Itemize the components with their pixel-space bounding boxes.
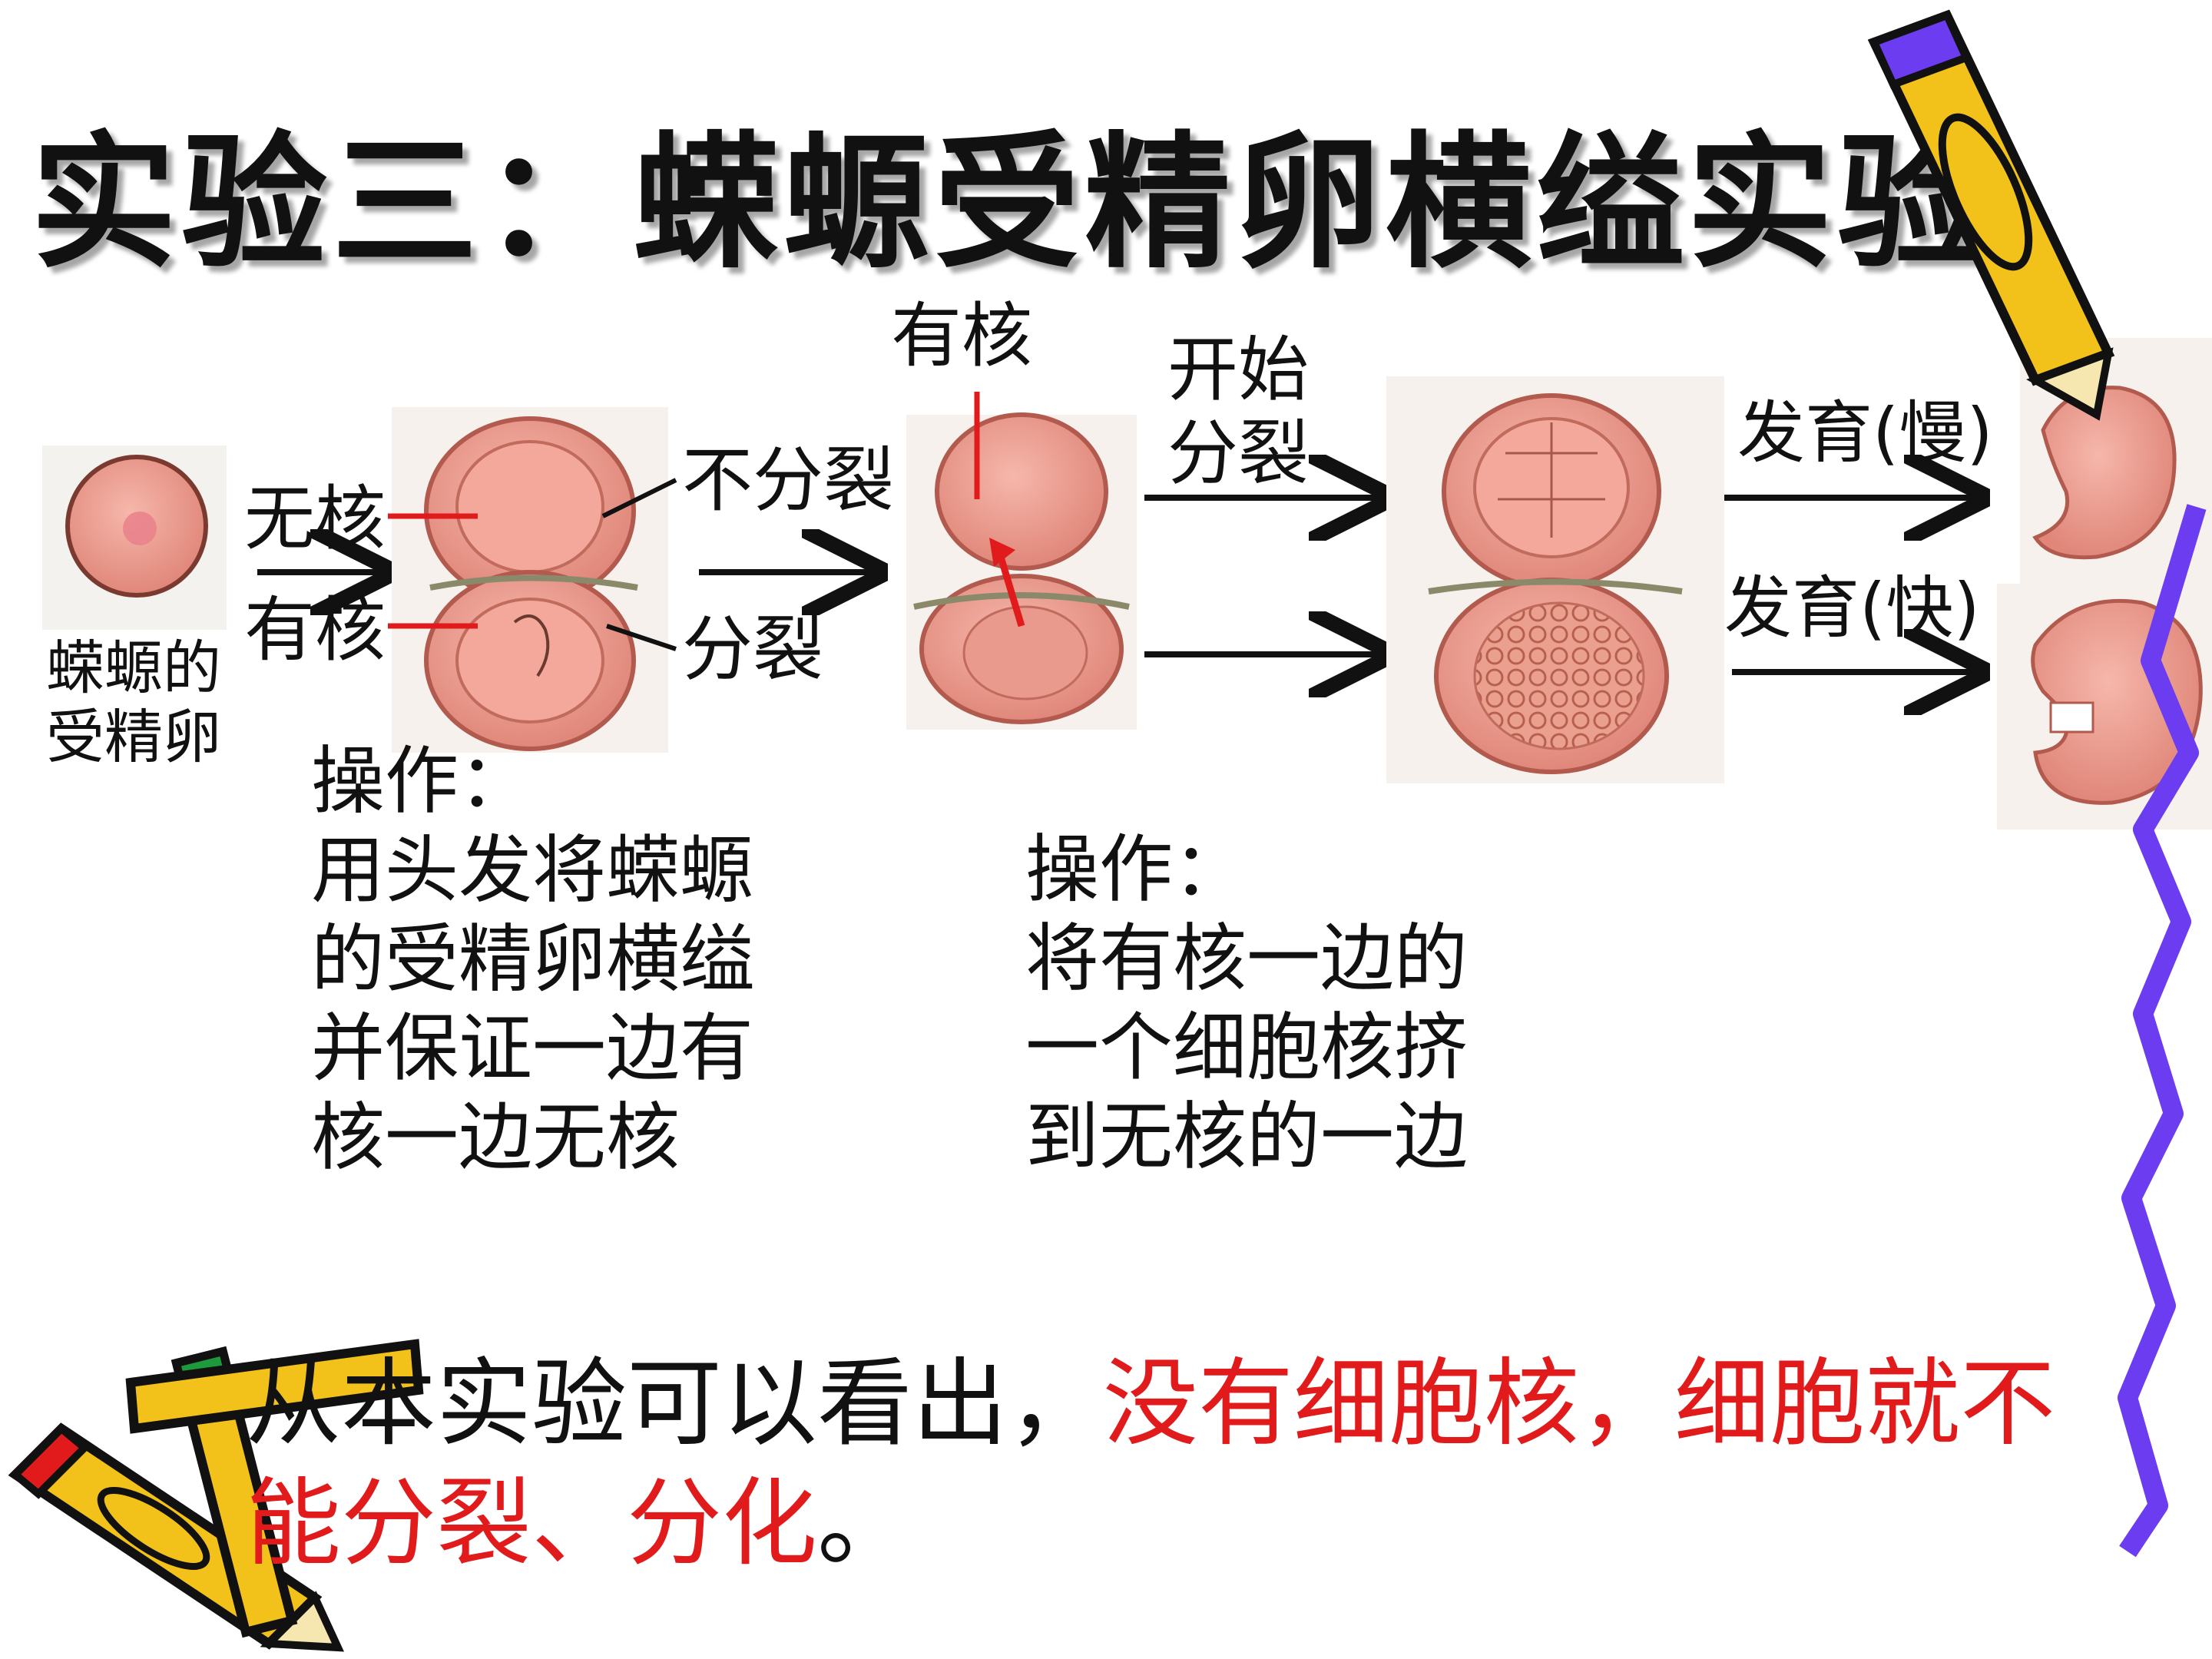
label-not-divide: 不分裂 [682,439,895,522]
leader-not-divide [601,478,677,518]
constricted-egg-1 [392,407,668,753]
egg-caption: 蝾螈的 受精卵 [46,634,221,771]
leader-divide [606,624,677,651]
conclusion-black-start: 从本实验可以看出， [246,1349,1104,1459]
conclusion-black-end: 。 [817,1469,913,1580]
fertilized-egg [42,445,227,630]
purple-squiggle-decoration [2118,504,2207,1558]
operation-line: 到无核的一边 [1025,1094,1468,1180]
conclusion-text: 从本实验可以看出，没有细胞核，细胞就不能分裂、分化。 [246,1344,2089,1584]
label-develop-fast: 发育(快) [1724,568,1980,647]
conclusion-red-text: 没有细胞核，细胞就不能分裂、分化 [246,1349,2056,1580]
right-egg [1386,376,1724,783]
operation-line: 一个细胞核挤 [1025,1005,1468,1091]
pencil-icon [1867,9,2115,421]
operation-heading: 操作： [1025,826,1247,912]
start-divide-line: 分裂 [1167,412,1310,495]
operation-line: 并保证一边有 [311,1005,753,1091]
operation-note-1: 操作： 用头发将蝾螈 的受精卵横缢 并保证一边有 核一边无核 [311,737,753,1183]
squeeze-arrow [995,548,1025,628]
egg-caption-line: 受精卵 [46,702,221,771]
operation-line: 核一边无核 [311,1094,680,1181]
label-top-has-nucleus: 有核 [891,295,1033,377]
label-no-nucleus: 无核 [244,478,386,560]
middle-egg [906,412,1137,730]
operation-line: 的受精卵横缢 [311,916,753,1002]
label-has-nucleus: 有核 [244,589,386,671]
operation-line: 用头发将蝾螈 [311,827,753,913]
label-divide: 分裂 [682,608,824,690]
page-title: 实验三：蝾螈受精卵横缢实验 [31,118,1988,288]
label-develop-slow: 发育(慢) [1737,393,1993,472]
egg-caption-line: 蝾螈的 [46,634,221,702]
pencil-icon [125,1339,424,1638]
operation-heading: 操作： [311,738,532,824]
operation-line: 将有核一边的 [1025,916,1468,1002]
start-divide-line: 开始 [1167,329,1310,411]
label-start-divide: 开始 分裂 [1167,329,1309,495]
operation-note-2: 操作： 将有核一边的 一个细胞核挤 到无核的一边 [1025,826,1468,1182]
